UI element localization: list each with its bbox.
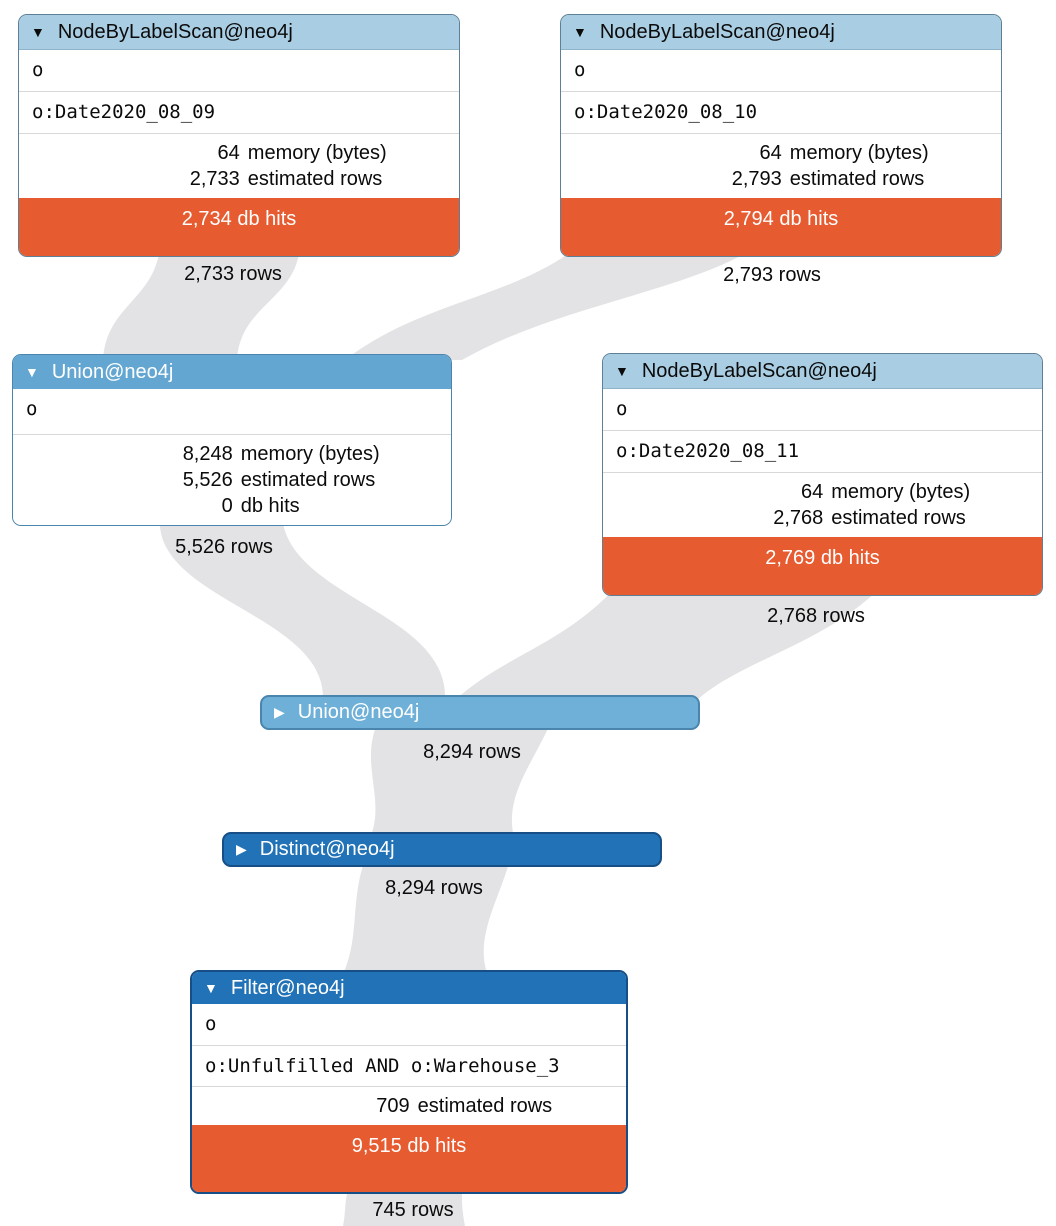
plan-node-header[interactable]: ▼ NodeByLabelScan@neo4j <box>603 354 1042 389</box>
flow-ribbon-union2-distinct <box>370 724 550 838</box>
stat-line: 5,526 estimated rows <box>182 469 376 491</box>
details-row: o:Date2020_08_10 <box>561 92 1001 134</box>
stat-line: 2,793 estimated rows <box>731 168 925 190</box>
plan-node-distinct-collapsed[interactable]: ▶ Distinct@neo4j <box>222 832 662 867</box>
collapse-icon: ▼ <box>615 363 629 379</box>
identifiers-row: o <box>192 1004 626 1046</box>
details-row: o:Date2020_08_09 <box>19 92 459 134</box>
rows-label: 8,294 rows <box>423 741 521 763</box>
details-row: o:Date2020_08_11 <box>603 431 1042 473</box>
stats-section: 64 memory (bytes) 2,793 estimated rows <box>561 134 1001 198</box>
stat-line: 8,248 memory (bytes) <box>182 443 380 465</box>
identifiers-row: o <box>19 50 459 92</box>
rows-label: 2,793 rows <box>723 264 821 286</box>
operator-name: Union@neo4j <box>51 360 174 383</box>
stat-line: 2,733 estimated rows <box>189 168 383 190</box>
stat-line: 64 memory (bytes) <box>759 142 929 164</box>
stat-line: 0 db hits <box>221 495 300 517</box>
identifiers-row: o <box>603 389 1042 431</box>
plan-node-header[interactable]: ▼ NodeByLabelScan@neo4j <box>19 15 459 50</box>
operator-name: NodeByLabelScan@neo4j <box>57 20 293 43</box>
plan-node-union2-collapsed[interactable]: ▶ Union@neo4j <box>260 695 700 730</box>
stats-section: 709 estimated rows <box>192 1087 626 1125</box>
stats-section: 8,248 memory (bytes) 5,526 estimated row… <box>13 435 451 525</box>
collapse-icon: ▼ <box>25 364 39 380</box>
flow-ribbon-scan3-union2 <box>455 588 880 700</box>
operator-name: Union@neo4j <box>297 701 420 723</box>
plan-node-header[interactable]: ▼ Union@neo4j <box>13 355 451 389</box>
db-hits-band: 2,769 db hits <box>603 537 1042 595</box>
flow-ribbon-distinct-filter <box>342 860 510 976</box>
flow-ribbon-scan1-union1 <box>103 246 300 360</box>
operator-name: Filter@neo4j <box>230 976 345 999</box>
plan-node-scan2: ▼ NodeByLabelScan@neo4j o o:Date2020_08_… <box>560 14 1002 257</box>
plan-node-header[interactable]: ▼ Filter@neo4j <box>192 972 626 1004</box>
rows-label: 2,733 rows <box>184 263 282 285</box>
collapse-icon: ▼ <box>204 980 218 996</box>
expand-icon: ▶ <box>274 704 285 720</box>
operator-name: NodeByLabelScan@neo4j <box>641 359 877 382</box>
identifiers-row: o <box>13 389 451 435</box>
stats-section: 64 memory (bytes) 2,733 estimated rows <box>19 134 459 198</box>
rows-label: 2,768 rows <box>767 605 865 627</box>
plan-node-filter: ▼ Filter@neo4j o o:Unfulfilled AND o:War… <box>190 970 628 1194</box>
plan-node-scan1: ▼ NodeByLabelScan@neo4j o o:Date2020_08_… <box>18 14 460 257</box>
rows-label: 5,526 rows <box>175 536 273 558</box>
db-hits-band: 2,734 db hits <box>19 198 459 256</box>
flow-ribbon-scan2-union1 <box>345 247 755 360</box>
db-hits-band: 9,515 db hits <box>192 1125 626 1192</box>
details-row: o:Unfulfilled AND o:Warehouse_3 <box>192 1046 626 1087</box>
stat-line: 2,768 estimated rows <box>773 507 966 529</box>
plan-node-header[interactable]: ▼ NodeByLabelScan@neo4j <box>561 15 1001 50</box>
stat-line: 709 estimated rows <box>376 1095 553 1117</box>
expand-icon: ▶ <box>236 841 247 857</box>
rows-label: 8,294 rows <box>385 877 483 899</box>
flow-ribbon-union1-union2 <box>159 516 446 700</box>
rows-label: 745 rows <box>372 1199 454 1221</box>
operator-name: Distinct@neo4j <box>259 838 395 860</box>
identifiers-row: o <box>561 50 1001 92</box>
collapse-icon: ▼ <box>573 24 587 40</box>
stats-section: 64 memory (bytes) 2,768 estimated rows <box>603 473 1042 537</box>
collapse-icon: ▼ <box>31 24 45 40</box>
plan-node-scan3: ▼ NodeByLabelScan@neo4j o o:Date2020_08_… <box>602 353 1043 596</box>
db-hits-band: 2,794 db hits <box>561 198 1001 256</box>
plan-node-union1: ▼ Union@neo4j o 8,248 memory (bytes) 5,5… <box>12 354 452 526</box>
stat-line: 64 memory (bytes) <box>217 142 387 164</box>
stat-line: 64 memory (bytes) <box>801 481 971 503</box>
operator-name: NodeByLabelScan@neo4j <box>599 20 835 43</box>
